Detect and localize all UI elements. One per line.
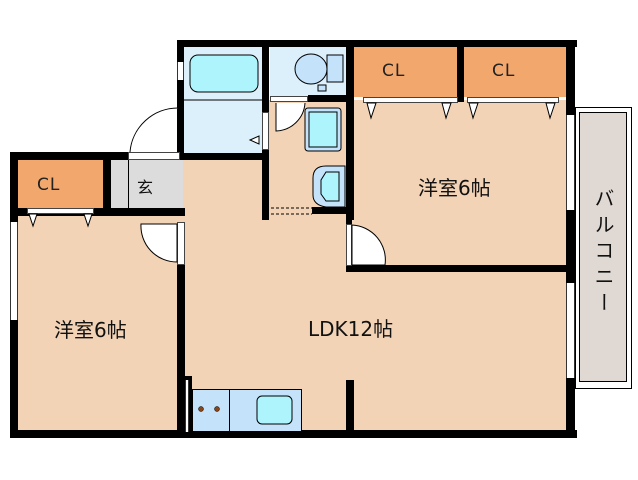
closet-left-label: CL [37,175,61,195]
wall-toilet-bottom [308,95,353,102]
wall-ldk-partial [346,380,354,435]
kitchen-divider [229,389,230,432]
entrance-label: 玄 [137,178,154,197]
wall-top [177,40,577,47]
wall-wash-bottom [312,207,352,214]
wall-bath-bottom [177,153,269,160]
wall-left-room-right [177,265,185,435]
wall-right [566,40,575,437]
stove-burner-icon [198,406,204,412]
toilet-tank-icon [326,54,344,83]
entrance-floor [111,160,183,208]
closet-door-markers [28,102,556,228]
window-right-room [566,115,575,210]
closet-door-rail-3 [27,208,94,214]
wall-wash-right [346,40,354,220]
washroom-door-swing-icon [275,102,306,132]
bath-door-sill [262,112,269,150]
closet-door-rail-1 [363,97,458,103]
right-room-door-swing-icon [351,224,386,266]
wall-closet-left-right [103,152,111,216]
wall-left-room-top [10,208,185,216]
faucet-icon [248,135,260,145]
closet-door-rail-2 [467,97,559,103]
window-ldk [566,283,575,378]
western-room-left-label: 洋室6帖 [54,318,127,342]
closet-top-2-label: CL [492,61,516,81]
toilet-door-sill [270,96,308,102]
entrance-step-line [128,160,129,208]
wall-closet-divider [457,40,464,102]
toilet-bowl-icon [294,53,328,85]
closet-top-1 [353,45,457,97]
western-room-right-label: 洋室6帖 [418,176,491,200]
balcony [579,112,627,382]
window-bath [177,62,184,80]
wall-left-top [10,152,183,160]
closet-top-1-label: CL [382,61,406,81]
kitchen-sink-icon [256,395,293,425]
bathtub-icon [189,54,259,93]
stove-burner-icon [214,406,220,412]
window-kitchen [185,380,189,432]
entrance-door-swing-icon [129,107,179,153]
left-room-door-swing-icon [140,223,178,263]
balcony-label: バルコニー [591,188,615,318]
closet-top-2 [462,45,566,97]
window-left-room [10,222,18,320]
wall-bottom [10,430,577,438]
closet-left [18,160,103,208]
western-room-right-floor [350,100,573,268]
entrance-door-sill [128,152,180,160]
wall-right-room-bottom [346,265,576,272]
ldk-label: LDK12帖 [308,317,394,341]
wall-bath-left [177,40,184,160]
